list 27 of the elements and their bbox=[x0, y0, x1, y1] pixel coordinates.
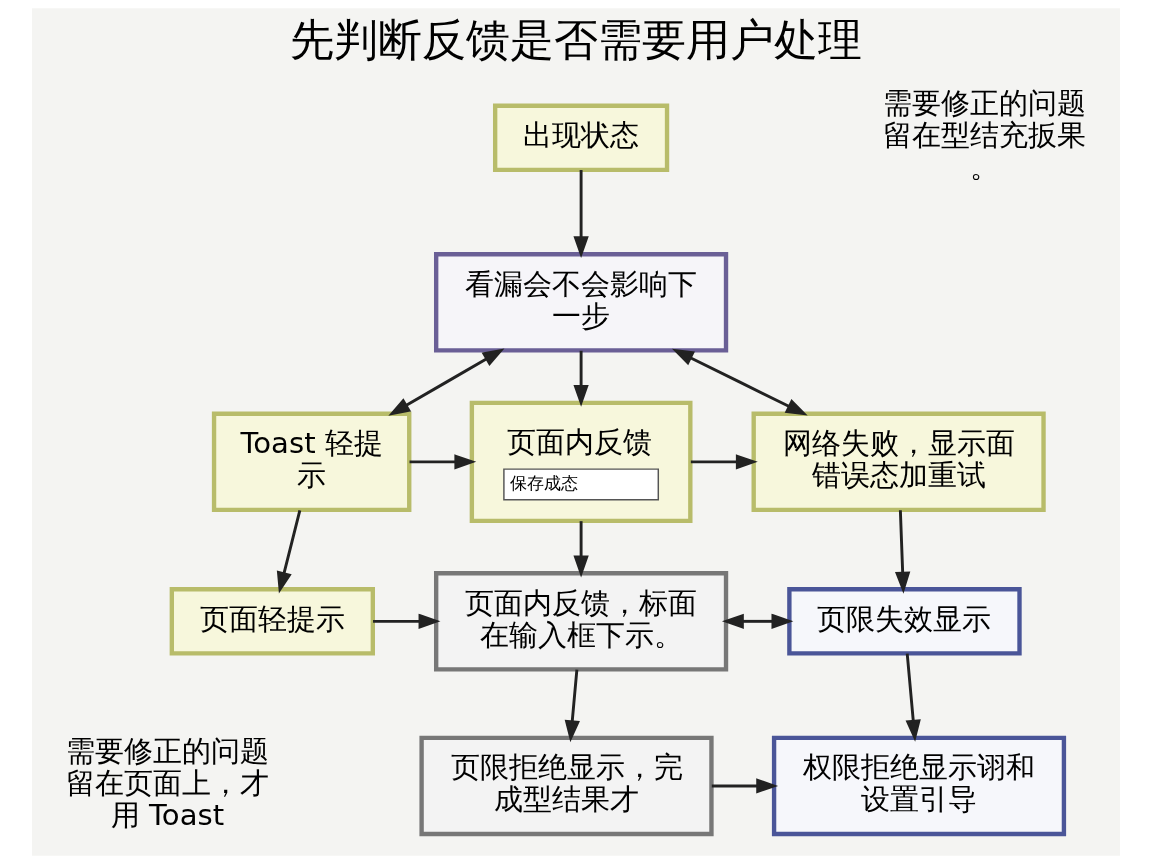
node-box: 页限失效显示 bbox=[787, 587, 1022, 656]
arrow bbox=[276, 509, 302, 594]
arrow bbox=[905, 653, 921, 742]
arrow bbox=[573, 350, 589, 407]
arrow bbox=[690, 454, 758, 470]
arrow bbox=[895, 510, 911, 594]
arrow bbox=[711, 778, 779, 794]
node-box: 页限拒绝显示，完成型结果才 bbox=[419, 735, 714, 837]
node-box: 出现状态 bbox=[492, 103, 670, 172]
arrow bbox=[721, 613, 794, 629]
arrow bbox=[573, 170, 589, 259]
arrow bbox=[672, 348, 808, 416]
node-box: 页面轻提示 bbox=[169, 587, 375, 656]
arrow bbox=[573, 521, 589, 578]
label: 需要修正的问题留在页面上，才用 Toast bbox=[65, 734, 269, 833]
node-box: 页面内反馈 保存成态 bbox=[469, 400, 693, 524]
node-box: 网络失败，显示面错误态加重试 bbox=[751, 411, 1046, 513]
diagram-title: 先判断反馈是否需要用户处理 bbox=[290, 13, 862, 65]
node-box: Toast 轻提示 bbox=[211, 411, 412, 513]
node-box: 看漏会不会影响下一步 bbox=[434, 252, 729, 353]
node-box: 页面内反馈，标面在输入框下示。 bbox=[434, 571, 729, 672]
arrow bbox=[388, 348, 505, 416]
node-box: 权限拒绝显示诩和设置引导 bbox=[771, 735, 1067, 837]
arrow bbox=[564, 669, 580, 743]
arrow bbox=[409, 454, 477, 470]
label: 需要修正的问题留在型结充扳果。 bbox=[883, 86, 1087, 185]
arrow bbox=[373, 613, 441, 629]
